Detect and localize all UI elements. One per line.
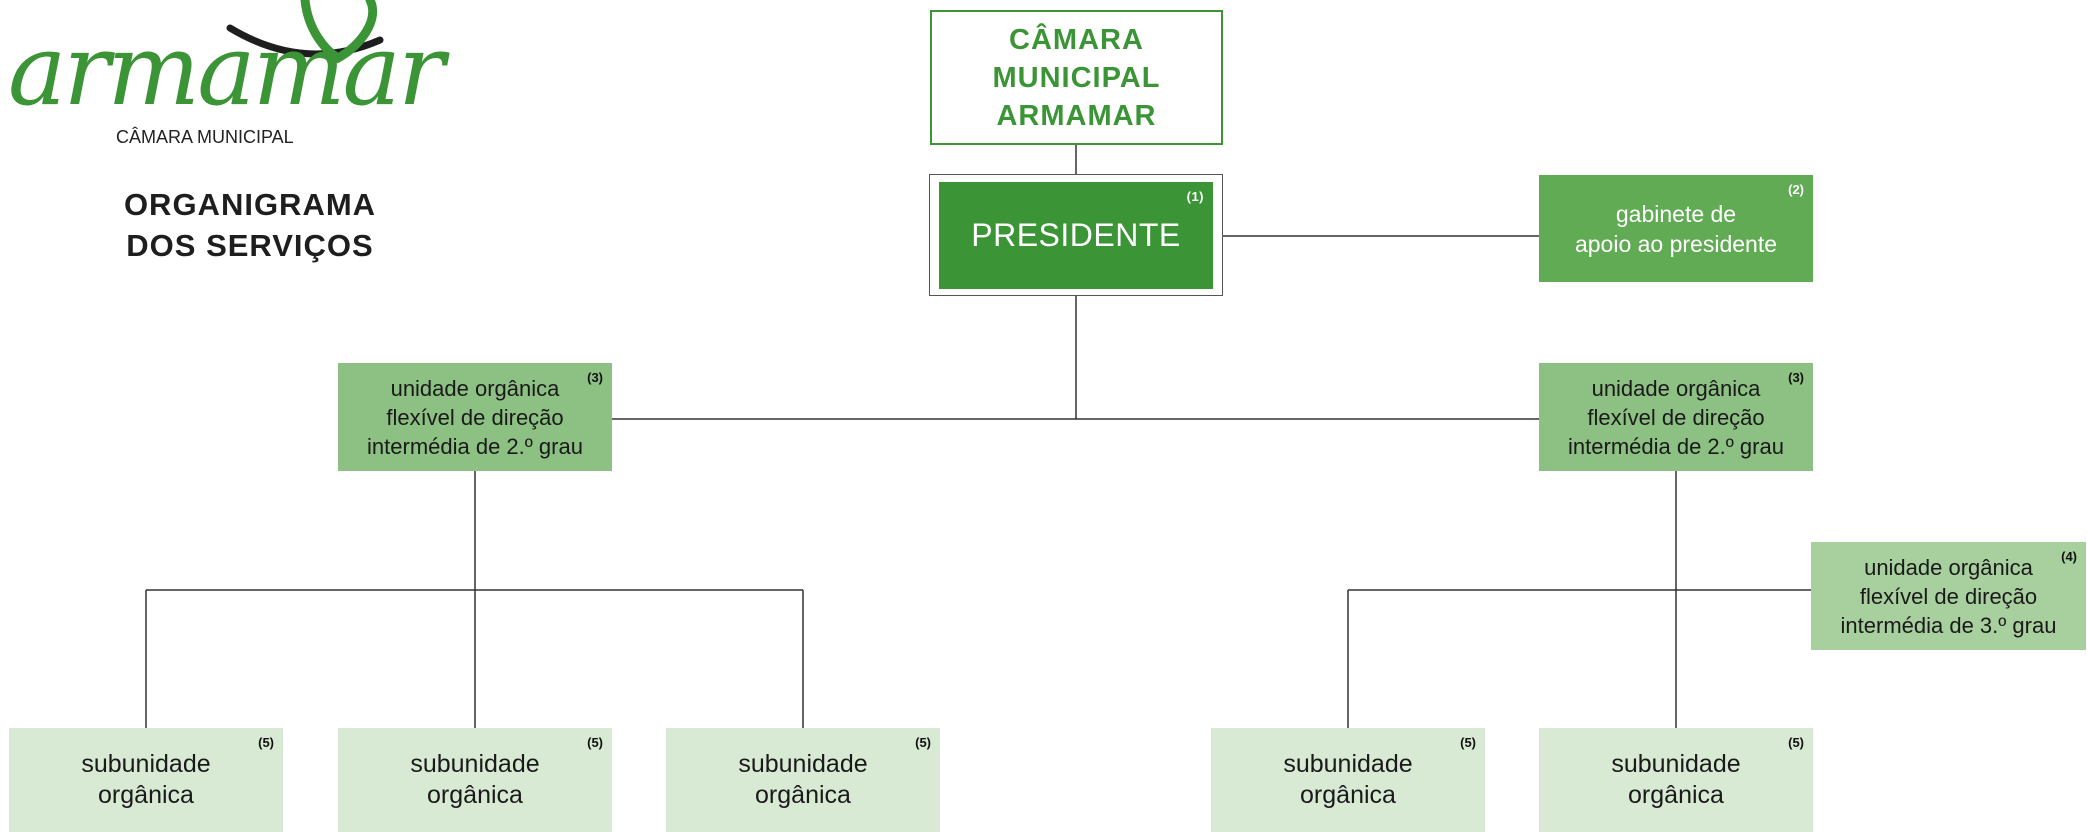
node-camara-municipal: CÂMARA MUNICIPAL ARMAMAR [930, 10, 1223, 145]
node-label: gabinete de apoio ao presidente [1574, 200, 1778, 257]
armamar-logo: armamar CÂMARA MUNICIPAL [0, 0, 445, 160]
node-unit-level2-left: unidade orgânica flexível de direção int… [338, 363, 612, 471]
footnote-marker: (5) [587, 735, 603, 750]
node-label: subunidade orgânica [738, 750, 868, 809]
node-subunit-3: subunidade orgânica (5) [666, 728, 940, 832]
node-label: CÂMARA MUNICIPAL ARMAMAR [992, 23, 1161, 132]
node-label: unidade orgânica flexível de direção int… [1568, 375, 1784, 459]
page-title: ORGANIGRAMA DOS SERVIÇOS [123, 187, 377, 263]
node-subunit-1: subunidade orgânica (5) [9, 728, 283, 832]
heart-swoosh-icon [226, 0, 384, 64]
node-unit-level2-right: unidade orgânica flexível de direção int… [1539, 363, 1813, 471]
node-subunit-2: subunidade orgânica (5) [338, 728, 612, 832]
node-label: subunidade orgânica [1283, 750, 1413, 809]
footnote-marker: (3) [587, 370, 603, 385]
footnote-marker: (4) [2061, 549, 2077, 564]
footnote-marker: (2) [1788, 182, 1804, 197]
node-unit-level3: unidade orgânica flexível de direção int… [1811, 542, 2086, 650]
footnote-marker: (1) [1186, 189, 1204, 204]
node-subunit-5: subunidade orgânica (5) [1539, 728, 1813, 832]
footnote-marker: (3) [1788, 370, 1804, 385]
node-gabinete-apoio: gabinete de apoio ao presidente (2) [1539, 175, 1813, 282]
node-label: PRESIDENTE [971, 217, 1181, 253]
node-label: subunidade orgânica [81, 750, 211, 809]
logo-wordmark: armamar [8, 14, 445, 128]
node-label: subunidade orgânica [410, 750, 540, 809]
node-presidente: PRESIDENTE (1) [939, 182, 1213, 289]
footnote-marker: (5) [1788, 735, 1804, 750]
node-subunit-4: subunidade orgânica (5) [1211, 728, 1485, 832]
logo-subtitle: CÂMARA MUNICIPAL [116, 127, 294, 147]
footnote-marker: (5) [915, 735, 931, 750]
footnote-marker: (5) [258, 735, 274, 750]
node-label: subunidade orgânica [1611, 750, 1741, 809]
node-label: unidade orgânica flexível de direção int… [1840, 554, 2057, 638]
footnote-marker: (5) [1460, 735, 1476, 750]
node-label: unidade orgânica flexível de direção int… [367, 375, 583, 459]
